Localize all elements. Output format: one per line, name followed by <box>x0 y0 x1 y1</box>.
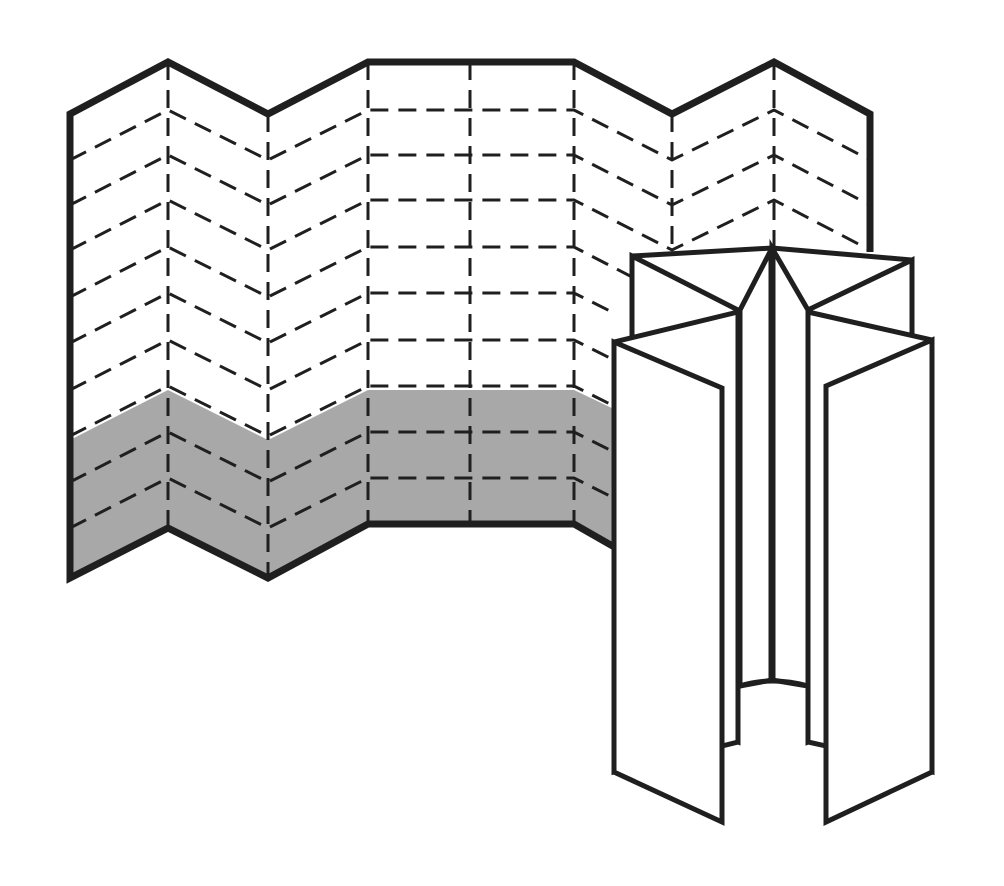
fold-line-row-3 <box>69 198 871 252</box>
stand-center-spine <box>737 246 775 690</box>
stand-front-panel-left-face <box>611 338 725 826</box>
sheet-outline <box>66 58 874 584</box>
fold-line-row-1 <box>69 108 871 162</box>
fold-line-row-7 <box>69 384 617 438</box>
fold-line-row-5 <box>69 291 617 345</box>
stand-center-spine-right <box>769 238 811 689</box>
fold-line-row-4 <box>69 245 633 299</box>
horizontal-fold-lines <box>69 108 871 530</box>
fold-line-row-8 <box>69 430 617 484</box>
vertical-fold-lines <box>166 62 776 578</box>
unfolded-sheet <box>66 58 874 584</box>
stand-base-arc <box>739 678 809 689</box>
fold-line-row-9 <box>69 476 617 530</box>
stand-front-panel-right-face <box>823 336 935 826</box>
fold-line-row-6 <box>69 338 617 392</box>
shaded-bottom-band <box>70 390 616 578</box>
folded-stand <box>611 238 935 826</box>
